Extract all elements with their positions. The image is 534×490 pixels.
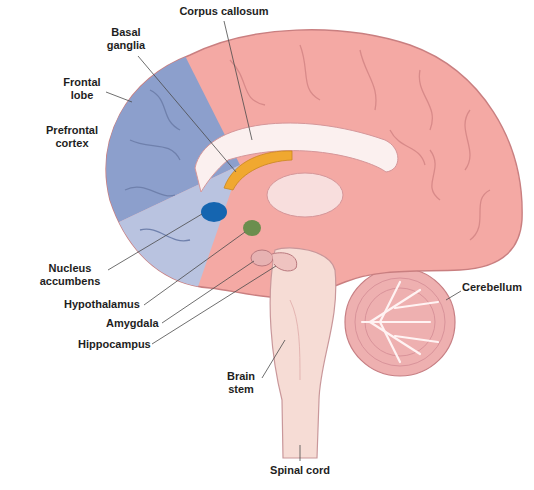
leader-line	[106, 92, 132, 102]
gyrus-line	[125, 90, 190, 241]
amygdala-shape	[251, 250, 273, 266]
cerebellum-shape	[345, 268, 455, 376]
cerebellum-body	[345, 268, 455, 376]
nucleus-accumbens-shape	[201, 202, 227, 222]
arbor-branch	[395, 336, 438, 342]
hippocampus-shape	[272, 253, 297, 271]
part-label: Nucleus accumbens	[32, 262, 108, 288]
part-label: Corpus callosum	[166, 5, 282, 18]
leader-line	[224, 21, 252, 140]
part-label: Cerebellum	[462, 281, 530, 294]
leader-line	[108, 214, 202, 270]
arbor-branch	[380, 282, 400, 322]
part-label: Hypothalamus	[64, 298, 144, 311]
leader-lines	[106, 21, 461, 461]
brain-stem-shape	[270, 248, 336, 458]
leader-line	[138, 56, 236, 172]
leader-line	[300, 445, 301, 461]
leader-line	[152, 266, 276, 344]
arbor-branch	[380, 322, 400, 362]
leader-line	[446, 291, 461, 300]
leader-line	[262, 340, 285, 378]
hypothalamus-shape	[243, 220, 261, 236]
cerebellum-fold	[355, 278, 445, 366]
brain-stem-detail	[290, 300, 300, 380]
part-label: Frontal lobe	[56, 76, 108, 102]
part-label: Basal ganglia	[100, 26, 152, 52]
leader-line	[144, 232, 245, 305]
part-label: Brain stem	[214, 370, 268, 396]
arbor-branch	[395, 302, 438, 308]
gyri	[125, 45, 490, 241]
leader-line	[162, 261, 254, 323]
arbor-vitae	[362, 282, 438, 362]
part-label: Prefrontal cortex	[40, 124, 104, 150]
part-label: Hippocampus	[78, 338, 152, 351]
part-label: Spinal cord	[255, 464, 345, 477]
thalamus	[267, 173, 343, 217]
part-label: Amygdala	[106, 317, 162, 330]
